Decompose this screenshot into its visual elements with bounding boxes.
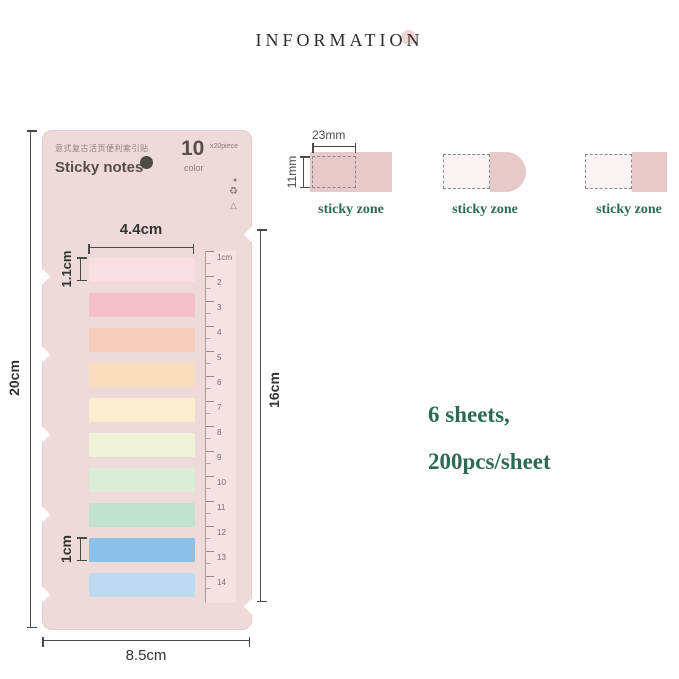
info-sheets: 6 sheets, (428, 402, 510, 427)
sticky-zone-label-2: sticky zone (452, 202, 518, 217)
ruler-mark: 14 (206, 576, 236, 601)
card-tagline: 意式复古活页便利索引贴 (55, 144, 149, 153)
ruler-mark: 4 (206, 326, 236, 351)
dim-first-strip-label: 1.1cm (58, 250, 74, 288)
ruler-mark: 5 (206, 351, 236, 376)
edge-notch (34, 268, 51, 285)
dim-card-height-line (26, 130, 37, 628)
edge-notch (34, 426, 51, 443)
ruler-mark: 3 (206, 301, 236, 326)
color-count-unit: color (184, 163, 204, 173)
ruler-mark: 9 (206, 451, 236, 476)
ruler-mark: 1cm (206, 251, 236, 276)
sticky-strip (89, 433, 195, 457)
dim-strip-height-label: 1cm (58, 534, 74, 564)
sticky-strip (89, 328, 195, 352)
sticky-zone-dashed-1 (312, 156, 356, 188)
ruler-mark: 10 (206, 476, 236, 501)
sticky-zone-label-1: sticky zone (318, 202, 384, 217)
sticky-strip (89, 398, 195, 422)
page-title: INFORMATION (255, 30, 424, 50)
recycle-icon: ♻ (229, 186, 238, 197)
dim-ruler-span-line (256, 229, 267, 602)
ruler-mark: 7 (206, 401, 236, 426)
dot-icon: ● (233, 177, 238, 184)
dim-card-width-label: 8.5cm (125, 647, 167, 664)
product-name: Sticky notes (55, 159, 144, 176)
sticky-zone-label-3: sticky zone (596, 202, 662, 217)
warning-icon: △ (230, 200, 237, 210)
hang-hole (140, 156, 153, 169)
sticky-zone-diagram-1 (310, 152, 392, 192)
ruler-mark: 8 (206, 426, 236, 451)
sticky-notes-card: 意式复古活页便利索引贴 Sticky notes 10 x20piece col… (34, 130, 260, 630)
dim-strip-width-line (88, 243, 194, 254)
edge-notch (34, 506, 51, 523)
sticky-strip (89, 258, 195, 282)
sticky-strip (89, 538, 195, 562)
sticky-strip (89, 363, 195, 387)
edge-notch (34, 346, 51, 363)
sticky-strip (89, 468, 195, 492)
strip-stack (89, 258, 195, 608)
dim-strip-width-label: 4.4cm (119, 221, 163, 238)
ruler-mark: 2 (206, 276, 236, 301)
dim-card-width-line (42, 636, 250, 647)
edge-notch (34, 586, 51, 603)
zone-width-label: 23mm (312, 128, 346, 142)
ruler-mark: 11 (206, 501, 236, 526)
dim-ruler-span-label: 16cm (266, 372, 282, 408)
ruler-mark: 13 (206, 551, 236, 576)
sticky-strip (89, 503, 195, 527)
sticky-strip (89, 573, 195, 597)
sticky-strip (89, 293, 195, 317)
sticky-zone-dashed-3 (585, 154, 632, 189)
dim-strip-height-line (76, 537, 87, 561)
sticky-zone-pill-2 (490, 152, 526, 192)
zone-width-line (312, 142, 356, 153)
info-pcs: 200pcs/sheet (428, 449, 551, 474)
ruler-mark: 6 (206, 376, 236, 401)
dim-card-height-label: 20cm (6, 360, 22, 396)
dim-first-strip-line (76, 257, 87, 281)
zone-height-label: 11mm (285, 155, 299, 189)
zone-height-line (299, 156, 310, 188)
color-count: 10 (181, 137, 205, 160)
title-accent-dot (401, 30, 416, 45)
sticky-zone-solid-3 (632, 152, 667, 192)
ruler-mark: 12 (206, 526, 236, 551)
sticky-zone-dashed-2 (443, 154, 490, 189)
piece-note: x20piece (210, 143, 239, 150)
